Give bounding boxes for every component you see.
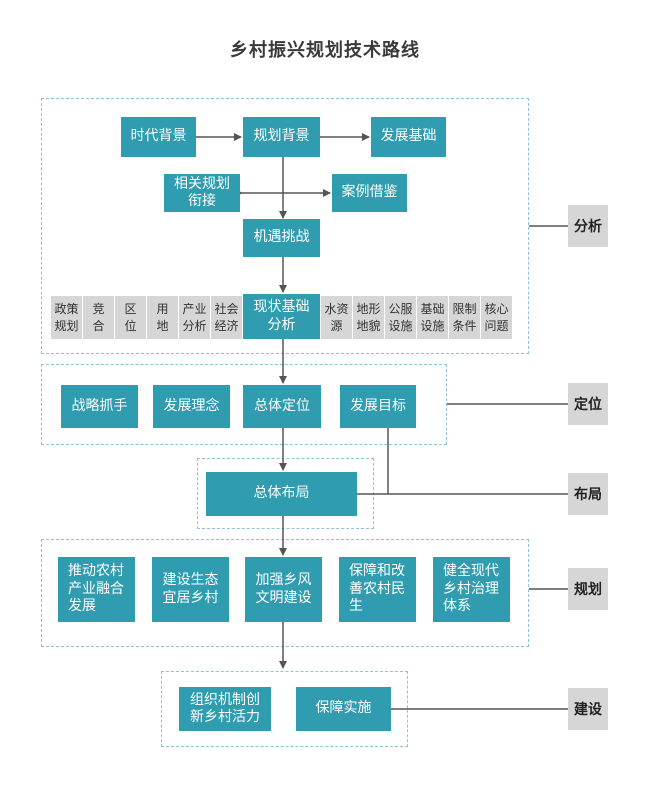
related-planning-box: 相关规划 衔接: [164, 174, 240, 212]
case-study-box: 案例借鉴: [332, 174, 407, 212]
stage-layout: 布局: [568, 473, 608, 515]
development-concept-box: 发展理念: [153, 385, 230, 428]
era-background-box: 时代背景: [121, 117, 196, 157]
stage-positioning: 定位: [568, 383, 608, 425]
factor-competition: 竞 合: [83, 296, 114, 339]
diagram-title: 乡村振兴规划技术路线: [230, 40, 420, 61]
organization-mechanism-box: 组织机制创 新乡村活力: [179, 687, 271, 731]
implementation-box: 保障实施: [296, 687, 391, 731]
ecological-village-box: 建设生态 宜居乡村: [152, 557, 229, 622]
status-analysis-box: 现状基础 分析: [243, 294, 320, 339]
factor-public-service: 公服 设施: [385, 296, 416, 339]
factor-infrastructure: 基础 设施: [417, 296, 448, 339]
planning-background-box: 规划背景: [243, 117, 320, 157]
stage-planning: 规划: [568, 568, 608, 610]
civilization-box: 加强乡风 文明建设: [245, 557, 322, 622]
industry-integration-box: 推动农村 产业融合 发展: [58, 557, 135, 622]
livelihood-box: 保障和改 善农村民 生: [339, 557, 416, 622]
factor-terrain: 地形 地貌: [353, 296, 384, 339]
strategy-box: 战略抓手: [61, 385, 138, 428]
governance-box: 健全现代 乡村治理 体系: [433, 557, 510, 622]
factor-industry: 产业 分析: [179, 296, 210, 339]
factor-socio-economy: 社会 经济: [211, 296, 242, 339]
factor-constraints: 限制 条件: [449, 296, 480, 339]
overall-layout-box: 总体布局: [206, 472, 357, 516]
factor-policy: 政策 规划: [51, 296, 82, 339]
overall-positioning-box: 总体定位: [243, 385, 321, 428]
factor-water: 水资 源: [321, 296, 352, 339]
factor-land-use: 用 地: [147, 296, 178, 339]
stage-construction: 建设: [568, 688, 608, 730]
opportunity-challenge-box: 机遇挑战: [243, 219, 320, 257]
analysis-frame: [41, 98, 529, 354]
factor-core-issues: 核心 问题: [481, 296, 512, 339]
factor-location: 区 位: [115, 296, 146, 339]
planning-frame: [41, 539, 529, 647]
development-goal-box: 发展目标: [340, 385, 416, 428]
stage-analysis: 分析: [568, 205, 608, 247]
development-base-box: 发展基础: [371, 117, 446, 157]
positioning-frame: [41, 364, 447, 445]
